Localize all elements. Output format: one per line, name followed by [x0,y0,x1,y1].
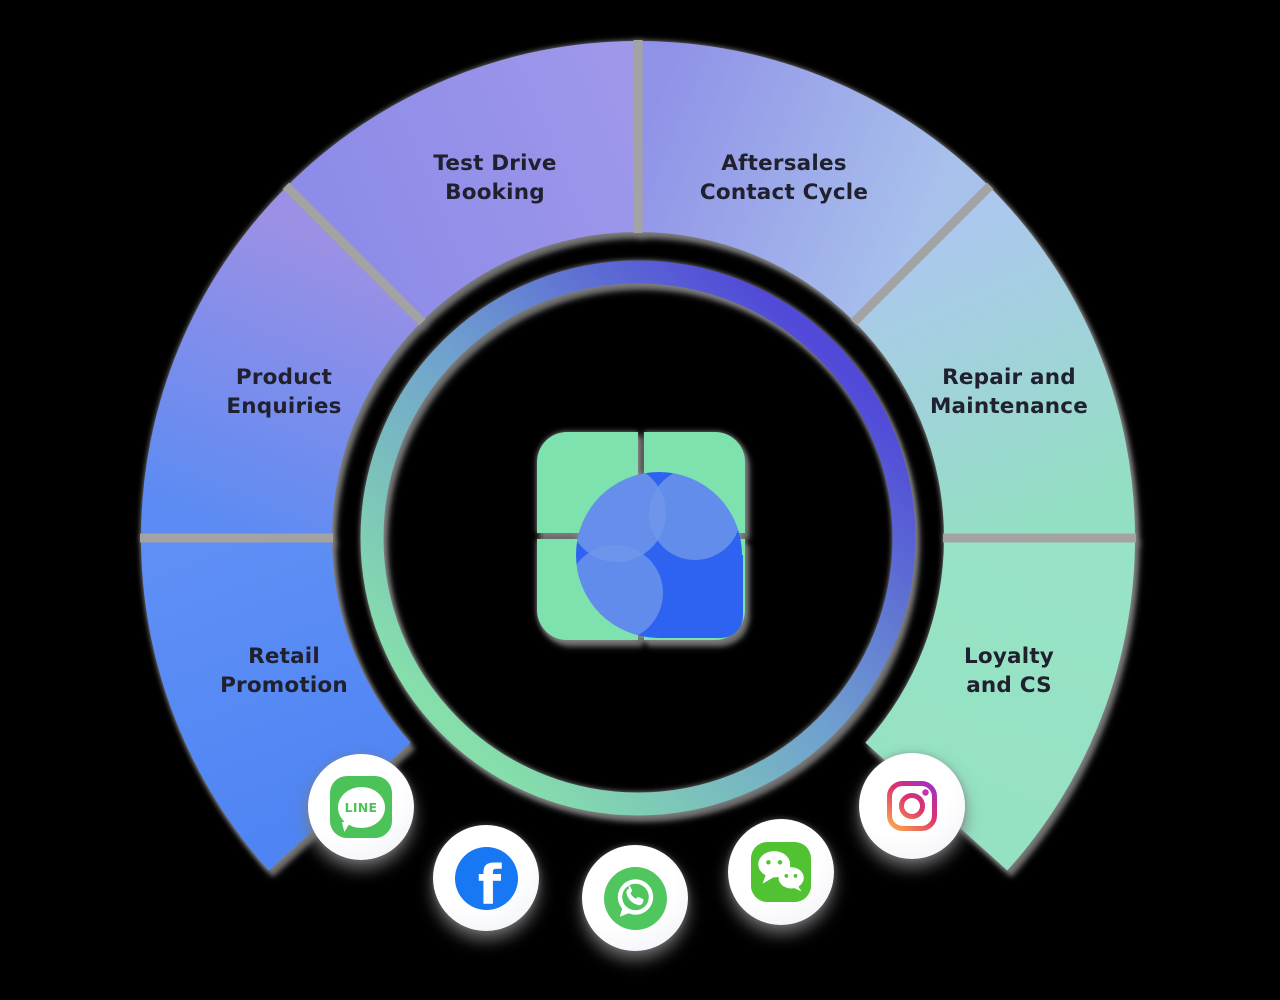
wheel-divider [850,182,994,326]
wechat-bubbles [758,851,804,892]
line-speech-bubble: LINE [337,786,385,832]
sleekflow-flower-logo [537,432,745,640]
line-bubble-tail [341,819,354,832]
whatsapp-glyph [617,879,653,917]
facebook-channel-badge: f [433,825,539,931]
wheel-divider [282,182,426,326]
wheel-dividers [140,40,1136,543]
line-icon: LINE [330,776,392,838]
instagram-channel-badge [859,753,965,859]
wechat-icon [750,841,812,903]
wheel-segment-repair-and-maintenance [854,186,1135,538]
facebook-f-glyph: f [477,853,502,910]
wheel-segment-test-drive-booking [286,41,638,322]
wheel-segments [141,41,1135,871]
segment-label-aftersales-contact-cycle: Aftersales Contact Cycle [699,150,869,205]
segment-label-test-drive-booking: Test Drive Booking [433,150,557,205]
instagram-icon [887,781,937,831]
segment-label-product-enquiries: Product Enquiries [226,364,342,419]
wheel-segment-aftersales-contact-cycle [638,41,990,322]
segment-label-repair-and-maintenance: Repair and Maintenance [929,364,1089,419]
line-channel-badge: LINE [308,754,414,860]
whatsapp-channel-badge [582,845,688,951]
inner-gradient-ring [360,260,916,816]
facebook-icon: f [454,846,518,910]
segment-label-loyalty-and-cs: Loyalty and CS [963,643,1055,698]
line-wordmark: LINE [344,799,378,815]
whatsapp-icon [603,866,667,930]
wechat-channel-badge [728,819,834,925]
segment-label-retail-promotion: Retail Promotion [220,643,348,698]
wheel-segment-product-enquiries [141,186,422,538]
